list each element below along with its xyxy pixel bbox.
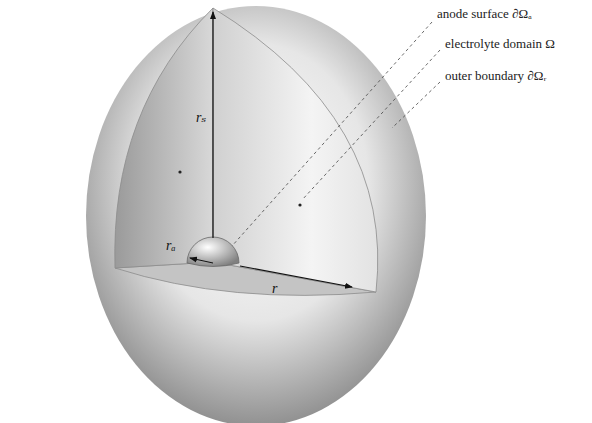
dimension-label: rₐ	[166, 238, 176, 253]
leader-line	[232, 22, 432, 246]
leader-line	[302, 50, 440, 200]
part-label: anode surface ∂Ωₐ	[437, 7, 532, 21]
leader-line	[392, 82, 440, 128]
dimension-label: r	[272, 281, 277, 296]
radius-arrow	[240, 266, 352, 287]
cut-right-wall	[213, 8, 378, 292]
point-dot	[298, 203, 301, 206]
part-label: electrolyte domain Ω	[445, 37, 555, 51]
cut-left-wall	[115, 8, 213, 268]
radius-arrow	[190, 258, 213, 263]
dimension-label: rₛ	[196, 110, 206, 125]
radius-arrow	[212, 12, 213, 238]
point-dot	[178, 170, 181, 173]
part-label: outer boundary ∂Ωᵣ	[445, 69, 546, 83]
outer-sphere	[86, 6, 426, 423]
anode-hemisphere	[187, 237, 239, 267]
